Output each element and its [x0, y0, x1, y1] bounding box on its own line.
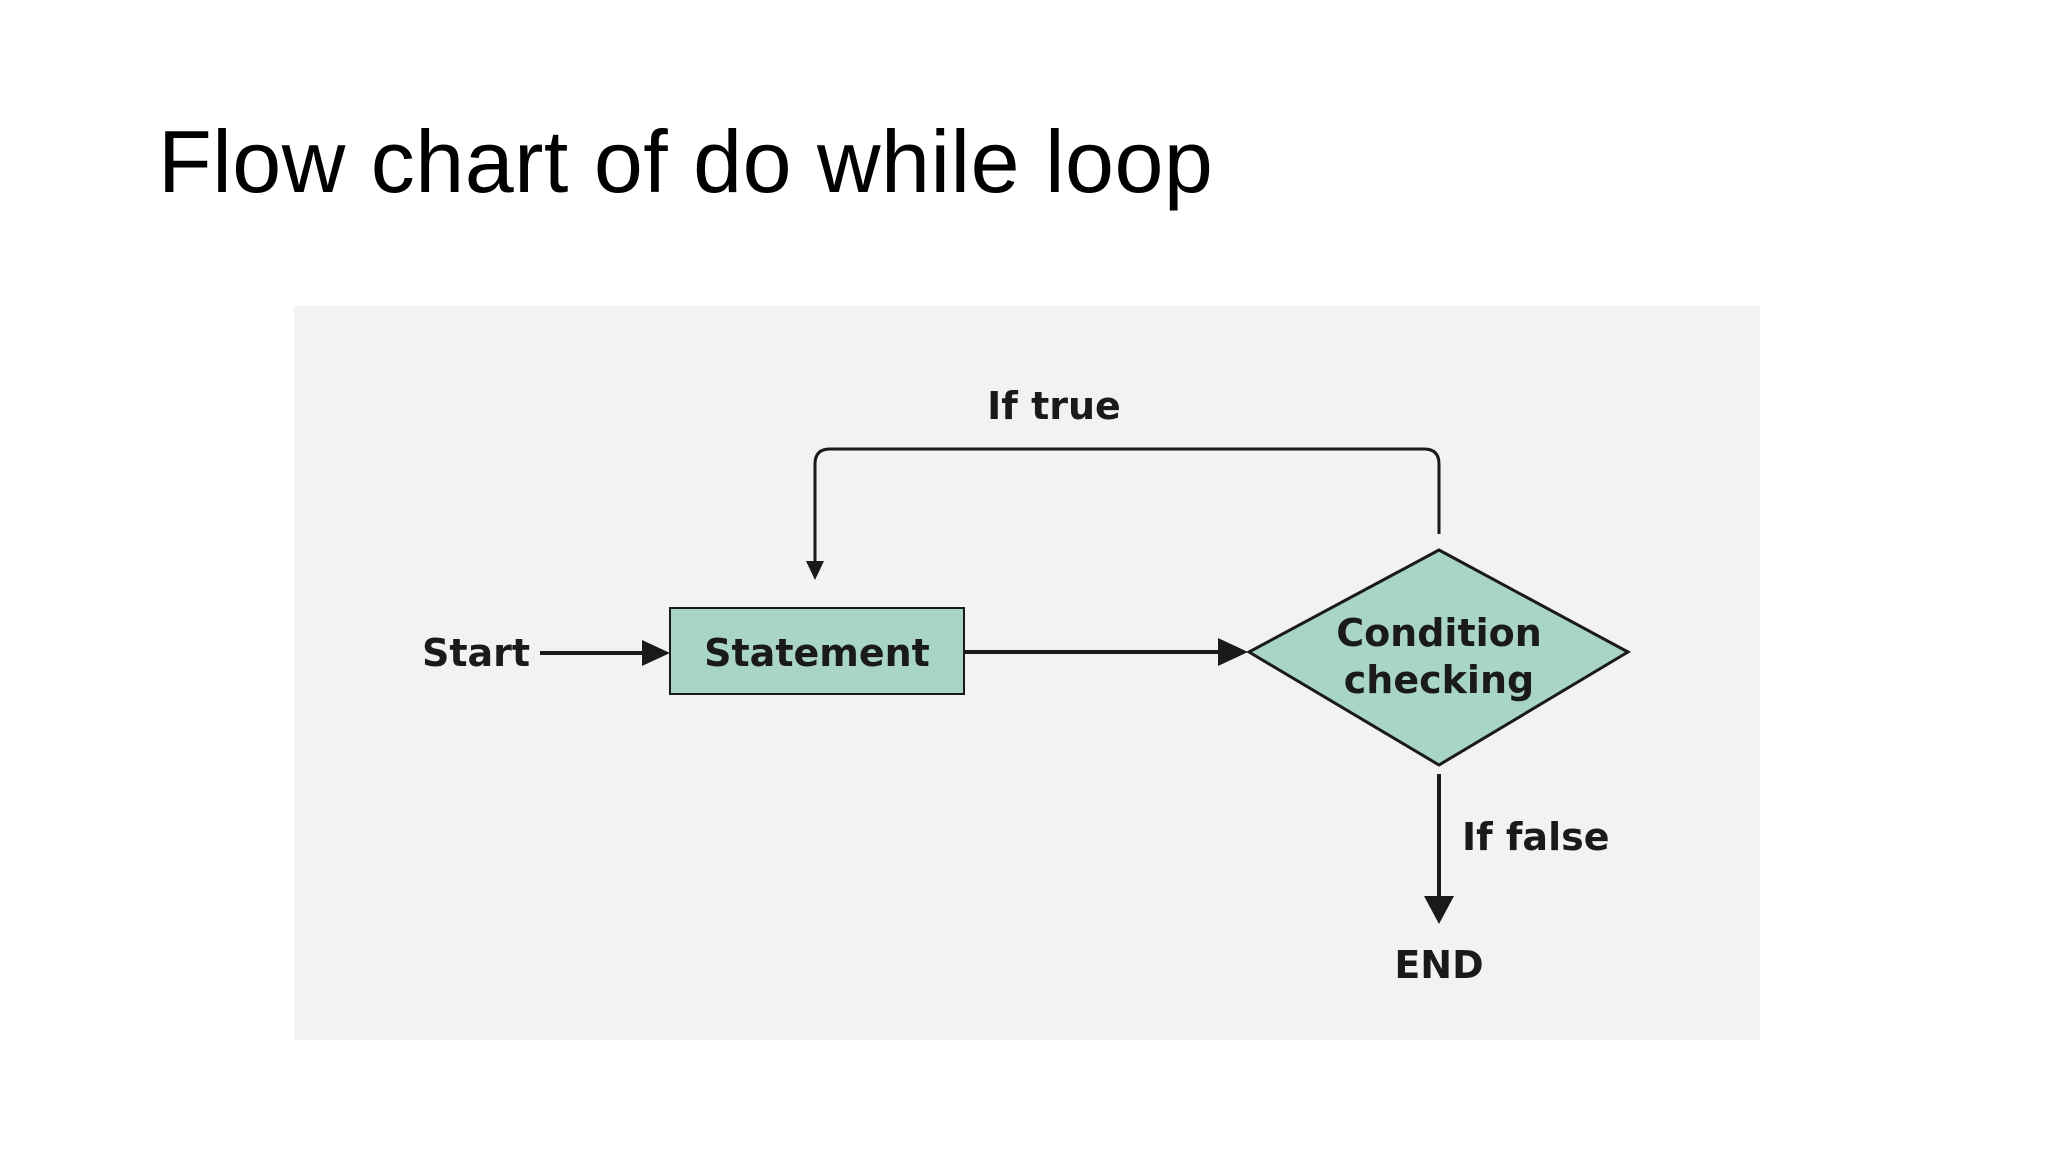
if-false-label: If false [1462, 815, 1610, 859]
condition-label-line1: Condition [1336, 611, 1542, 655]
if-false-arrow [1424, 774, 1454, 924]
start-label: Start [422, 631, 530, 675]
condition-label-line2: checking [1344, 658, 1534, 702]
slide-title: Flow chart of do while loop [158, 112, 1214, 211]
statement-node: Statement [669, 607, 965, 695]
if-true-loop-arrow [806, 447, 1441, 580]
if-true-label: If true [987, 384, 1121, 428]
start-to-statement-arrow [540, 640, 670, 666]
condition-node: Condition checking [1245, 548, 1632, 767]
statement-to-condition-arrow [964, 638, 1248, 666]
end-label: END [1394, 943, 1483, 987]
statement-label: Statement [704, 631, 930, 675]
